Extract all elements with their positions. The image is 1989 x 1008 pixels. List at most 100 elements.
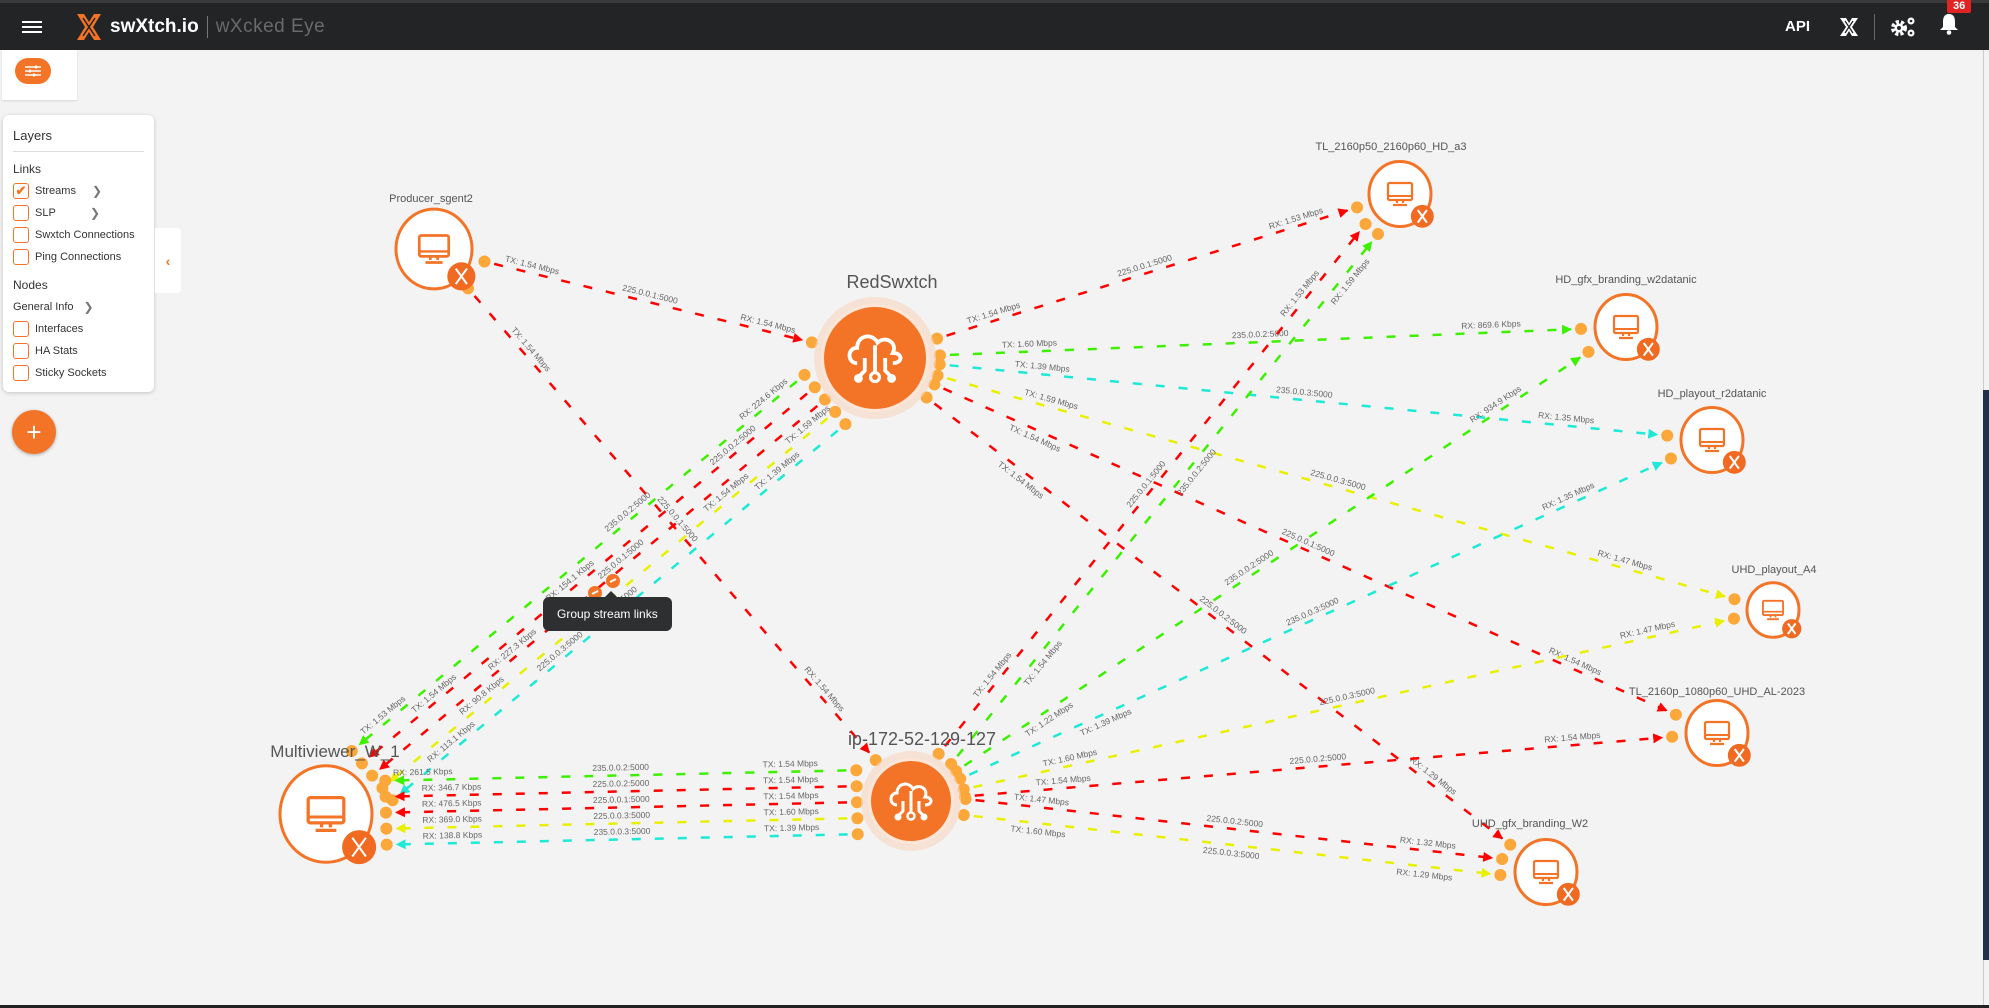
streams-checkbox[interactable]: ✔ <box>13 183 29 199</box>
settings-gears-icon[interactable] <box>1889 15 1917 39</box>
port-dot[interactable] <box>932 747 945 760</box>
stream-line[interactable] <box>946 377 1726 599</box>
port-dot[interactable] <box>1582 345 1595 358</box>
port-dot[interactable] <box>478 255 491 268</box>
stream-line[interactable] <box>956 241 1373 757</box>
port-dot[interactable] <box>850 764 863 777</box>
scrollbar-thumb[interactable] <box>1983 390 1989 960</box>
stream-line[interactable] <box>394 785 847 802</box>
stream-line[interactable] <box>358 380 798 746</box>
host-node[interactable]: HD_playout_r2datanic <box>1658 388 1767 475</box>
stream-line[interactable] <box>968 461 1663 776</box>
port-dot[interactable] <box>345 745 358 758</box>
general-info[interactable]: General Info❯ <box>13 296 144 318</box>
port-dot[interactable] <box>808 381 821 394</box>
port-dot[interactable] <box>380 822 393 835</box>
stream-line[interactable] <box>394 801 848 818</box>
collapse-panel-button[interactable]: ‹ <box>155 228 181 293</box>
port-dot[interactable] <box>379 806 392 819</box>
port-dot[interactable] <box>1496 853 1509 866</box>
group-stream-links-button[interactable] <box>588 586 602 600</box>
port-dot[interactable] <box>379 774 392 787</box>
port-dot[interactable] <box>850 780 863 793</box>
port-dot[interactable] <box>954 772 967 785</box>
port-dot[interactable] <box>355 757 368 770</box>
notifications-button[interactable]: 36 <box>1939 0 1972 40</box>
layer-ha-stats[interactable]: HA Stats <box>13 340 144 362</box>
swxtch-x-icon[interactable] <box>1838 16 1860 38</box>
port-dot[interactable] <box>1359 218 1372 231</box>
port-dot[interactable] <box>851 812 864 825</box>
add-button[interactable]: + <box>12 410 56 454</box>
port-dot[interactable] <box>798 368 811 381</box>
layer-ping-connections[interactable]: Ping Connections <box>13 246 144 268</box>
ping-connections-checkbox[interactable] <box>13 249 29 265</box>
port-dot[interactable] <box>366 769 379 782</box>
stream-line[interactable] <box>395 833 848 850</box>
stream-line[interactable] <box>973 814 1492 878</box>
interfaces-checkbox[interactable] <box>13 321 29 337</box>
port-dot[interactable] <box>959 793 972 806</box>
chevron-right-icon[interactable]: ❯ <box>83 300 94 314</box>
port-dot[interactable] <box>1728 593 1741 606</box>
port-dot[interactable] <box>928 378 941 391</box>
stream-line[interactable] <box>946 208 1349 337</box>
filter-button[interactable] <box>15 58 51 84</box>
port-dot[interactable] <box>933 358 946 371</box>
swxtch-connections-checkbox[interactable] <box>13 227 29 243</box>
port-dot[interactable] <box>839 418 852 431</box>
slp-checkbox[interactable] <box>13 205 29 221</box>
stream-line[interactable] <box>943 231 1361 747</box>
logo[interactable]: swXtch.io wXcked Eye <box>74 12 325 42</box>
host-node[interactable]: UHD_gfx_branding_W2 <box>1472 818 1588 907</box>
port-dot[interactable] <box>931 332 944 345</box>
port-dot[interactable] <box>1504 838 1517 851</box>
host-node[interactable]: Producer_sgent2 <box>389 193 476 291</box>
port-dot[interactable] <box>1727 612 1740 625</box>
layer-swxtch-connections[interactable]: Swxtch Connections <box>13 224 144 246</box>
sticky-sockets-checkbox[interactable] <box>13 365 29 381</box>
port-dot[interactable] <box>1664 452 1677 465</box>
host-node[interactable]: TL_2160p50_2160p60_HD_a3 <box>1315 141 1467 229</box>
port-dot[interactable] <box>380 838 393 851</box>
stream-line[interactable] <box>963 356 1581 767</box>
port-dot[interactable] <box>1351 201 1364 214</box>
stream-line[interactable] <box>493 262 804 343</box>
stream-line[interactable] <box>949 364 1659 439</box>
stream-line[interactable] <box>473 295 871 754</box>
port-dot[interactable] <box>933 349 946 362</box>
host-node[interactable]: HD_gfx_branding_w2datanic <box>1555 274 1697 362</box>
stream-line[interactable] <box>933 402 1504 840</box>
port-dot[interactable] <box>1669 708 1682 721</box>
port-dot[interactable] <box>851 828 864 841</box>
chevron-right-icon[interactable]: ❯ <box>91 184 102 198</box>
port-dot[interactable] <box>1494 868 1507 881</box>
stream-line[interactable] <box>368 392 808 758</box>
group-stream-links-button[interactable] <box>606 574 620 588</box>
layer-interfaces[interactable]: Interfaces <box>13 318 144 340</box>
stream-line[interactable] <box>973 617 1726 789</box>
hamburger-menu-icon[interactable] <box>22 18 42 36</box>
port-dot[interactable] <box>805 336 818 349</box>
stream-line[interactable] <box>394 769 847 786</box>
host-node[interactable]: TL_2160p_1080p60_UHD_AL-2023 <box>1629 686 1805 768</box>
scrollbar[interactable] <box>1983 50 1989 1008</box>
port-dot[interactable] <box>1661 429 1674 442</box>
layer-slp[interactable]: SLP❯ <box>13 202 144 224</box>
port-dot[interactable] <box>957 808 970 821</box>
port-dot[interactable] <box>1666 730 1679 743</box>
